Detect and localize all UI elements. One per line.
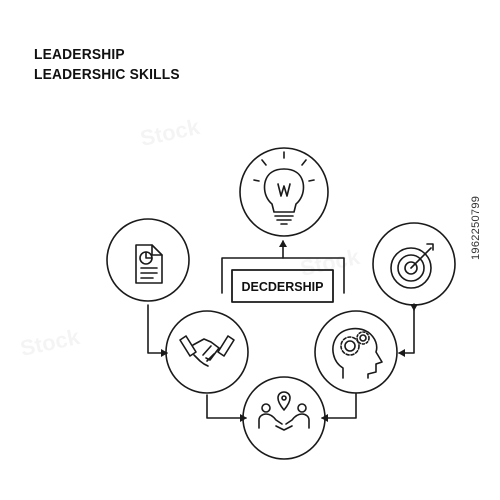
- stock-id-label: 1962250799: [470, 195, 482, 260]
- title-leadership: LEADERSHIP: [34, 46, 125, 63]
- document-chart-icon: [135, 244, 163, 284]
- handshake-node: [165, 310, 249, 394]
- target-node: [372, 222, 456, 306]
- target-arrow-icon: [390, 243, 434, 289]
- connector-mind-team: [321, 392, 357, 422]
- mind-node: [314, 310, 398, 394]
- center-label-box: [231, 269, 334, 303]
- connector-doc-handshake: [147, 304, 168, 357]
- subtitle-leadership-skills: LEADERSHIC SKILLS: [34, 66, 180, 83]
- team-node: [242, 376, 326, 460]
- connector-bracket: [221, 240, 345, 294]
- lightbulb-icon: [253, 151, 315, 225]
- connector-handshake-team: [206, 394, 247, 422]
- connector-target-mind: [398, 309, 415, 357]
- document-node: [106, 218, 190, 302]
- team-handshake-location-icon: [258, 391, 310, 431]
- center-label: DECDERSHIP: [242, 280, 324, 294]
- handshake-icon: [179, 335, 235, 367]
- lightbulb-node: [239, 147, 329, 237]
- head-gears-icon: [332, 327, 383, 379]
